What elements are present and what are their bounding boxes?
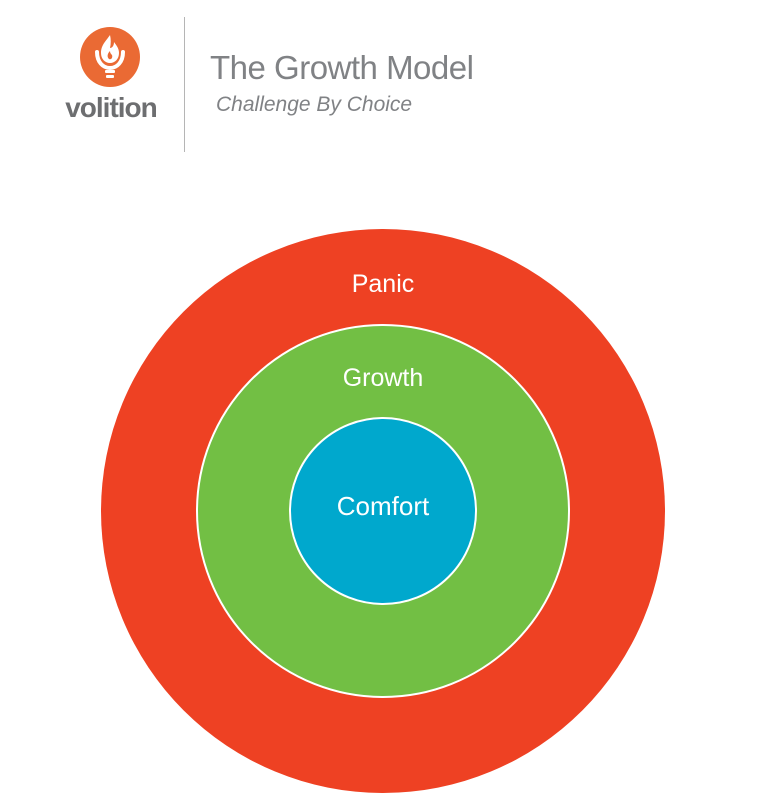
page-subtitle: Challenge By Choice xyxy=(216,93,413,116)
zone-growth-label: Growth xyxy=(343,364,424,392)
page-title: The Growth Model xyxy=(210,49,474,86)
zone-comfort-label: Comfort xyxy=(337,491,430,521)
flame-bulb-icon xyxy=(80,27,140,87)
brand-wordmark: volition xyxy=(65,92,158,123)
zone-panic-label: Panic xyxy=(352,270,415,298)
header-divider xyxy=(184,17,185,152)
zone-comfort-circle xyxy=(289,417,477,605)
